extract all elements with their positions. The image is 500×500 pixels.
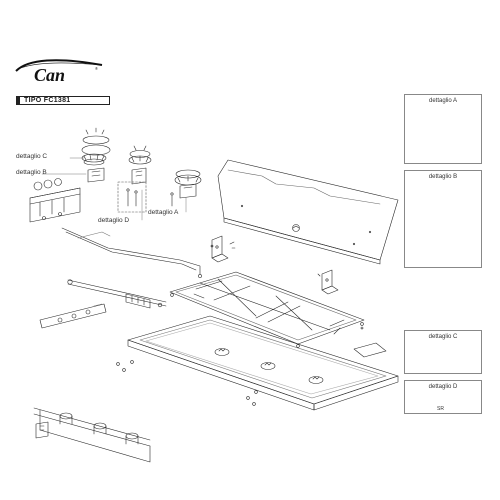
- hob-top-panel: [217, 159, 399, 265]
- fixing-bracket-left: [211, 235, 236, 263]
- detail-panel-c-caption: dettaglio C: [428, 334, 458, 340]
- pan-support-grid: [169, 271, 365, 348]
- burner-crown-mid: [128, 145, 152, 165]
- burner-cap-top: [81, 127, 111, 156]
- burner-crown-right: [174, 169, 202, 186]
- callout-detail-d: dettaglio D: [98, 217, 130, 224]
- brand-logo-text: Can: [34, 65, 65, 85]
- callout-detail-a: dettaglio A: [148, 209, 179, 216]
- tray-hole-right: [308, 376, 324, 384]
- detail-panel-d-note: SR: [437, 406, 444, 412]
- detail-d-bracket: [117, 181, 147, 213]
- fixing-bracket-right: [317, 269, 339, 295]
- panel-logo-badge: [292, 224, 300, 232]
- burner-body-mid: [131, 167, 147, 185]
- model-title: TIPO FC1381: [16, 96, 110, 105]
- detail-panel-a-caption: dettaglio A: [428, 98, 458, 104]
- detail-panel-b-caption: dettaglio B: [428, 174, 458, 180]
- tray-hole-left: [214, 348, 230, 356]
- detail-panel-a: dettaglio A: [404, 94, 482, 164]
- loose-screws: [116, 244, 364, 406]
- registered-mark: ®: [95, 66, 98, 71]
- gas-pipe-assembly: [61, 227, 202, 278]
- control-panel-strip: [39, 303, 107, 329]
- panel-screw-hole: [240, 204, 372, 246]
- gas-valve-assembly: [33, 407, 151, 463]
- callout-detail-c: dettaglio C: [16, 153, 48, 160]
- brand-logo: Can: [15, 59, 103, 85]
- hob-base-tray: [127, 315, 399, 411]
- grid-foot: [170, 293, 364, 348]
- tray-label-plate: [353, 342, 387, 358]
- electrodes: [126, 188, 174, 207]
- detail-panel-c: dettaglio C: [404, 330, 482, 374]
- detail-panel-d: dettaglio D SR: [404, 380, 482, 414]
- gas-manifold-rail: [67, 279, 167, 309]
- burner-small-parts: [29, 178, 81, 223]
- tray-hole-mid: [260, 362, 276, 370]
- callout-leaders: [41, 157, 187, 221]
- burner-body-right: [179, 183, 197, 199]
- burner-crown-c: [81, 153, 107, 166]
- callout-detail-b: dettaglio B: [16, 169, 47, 176]
- burner-body-left: [87, 167, 105, 183]
- detail-panel-d-caption: dettaglio D: [428, 384, 458, 390]
- detail-panel-b: dettaglio B: [404, 170, 482, 268]
